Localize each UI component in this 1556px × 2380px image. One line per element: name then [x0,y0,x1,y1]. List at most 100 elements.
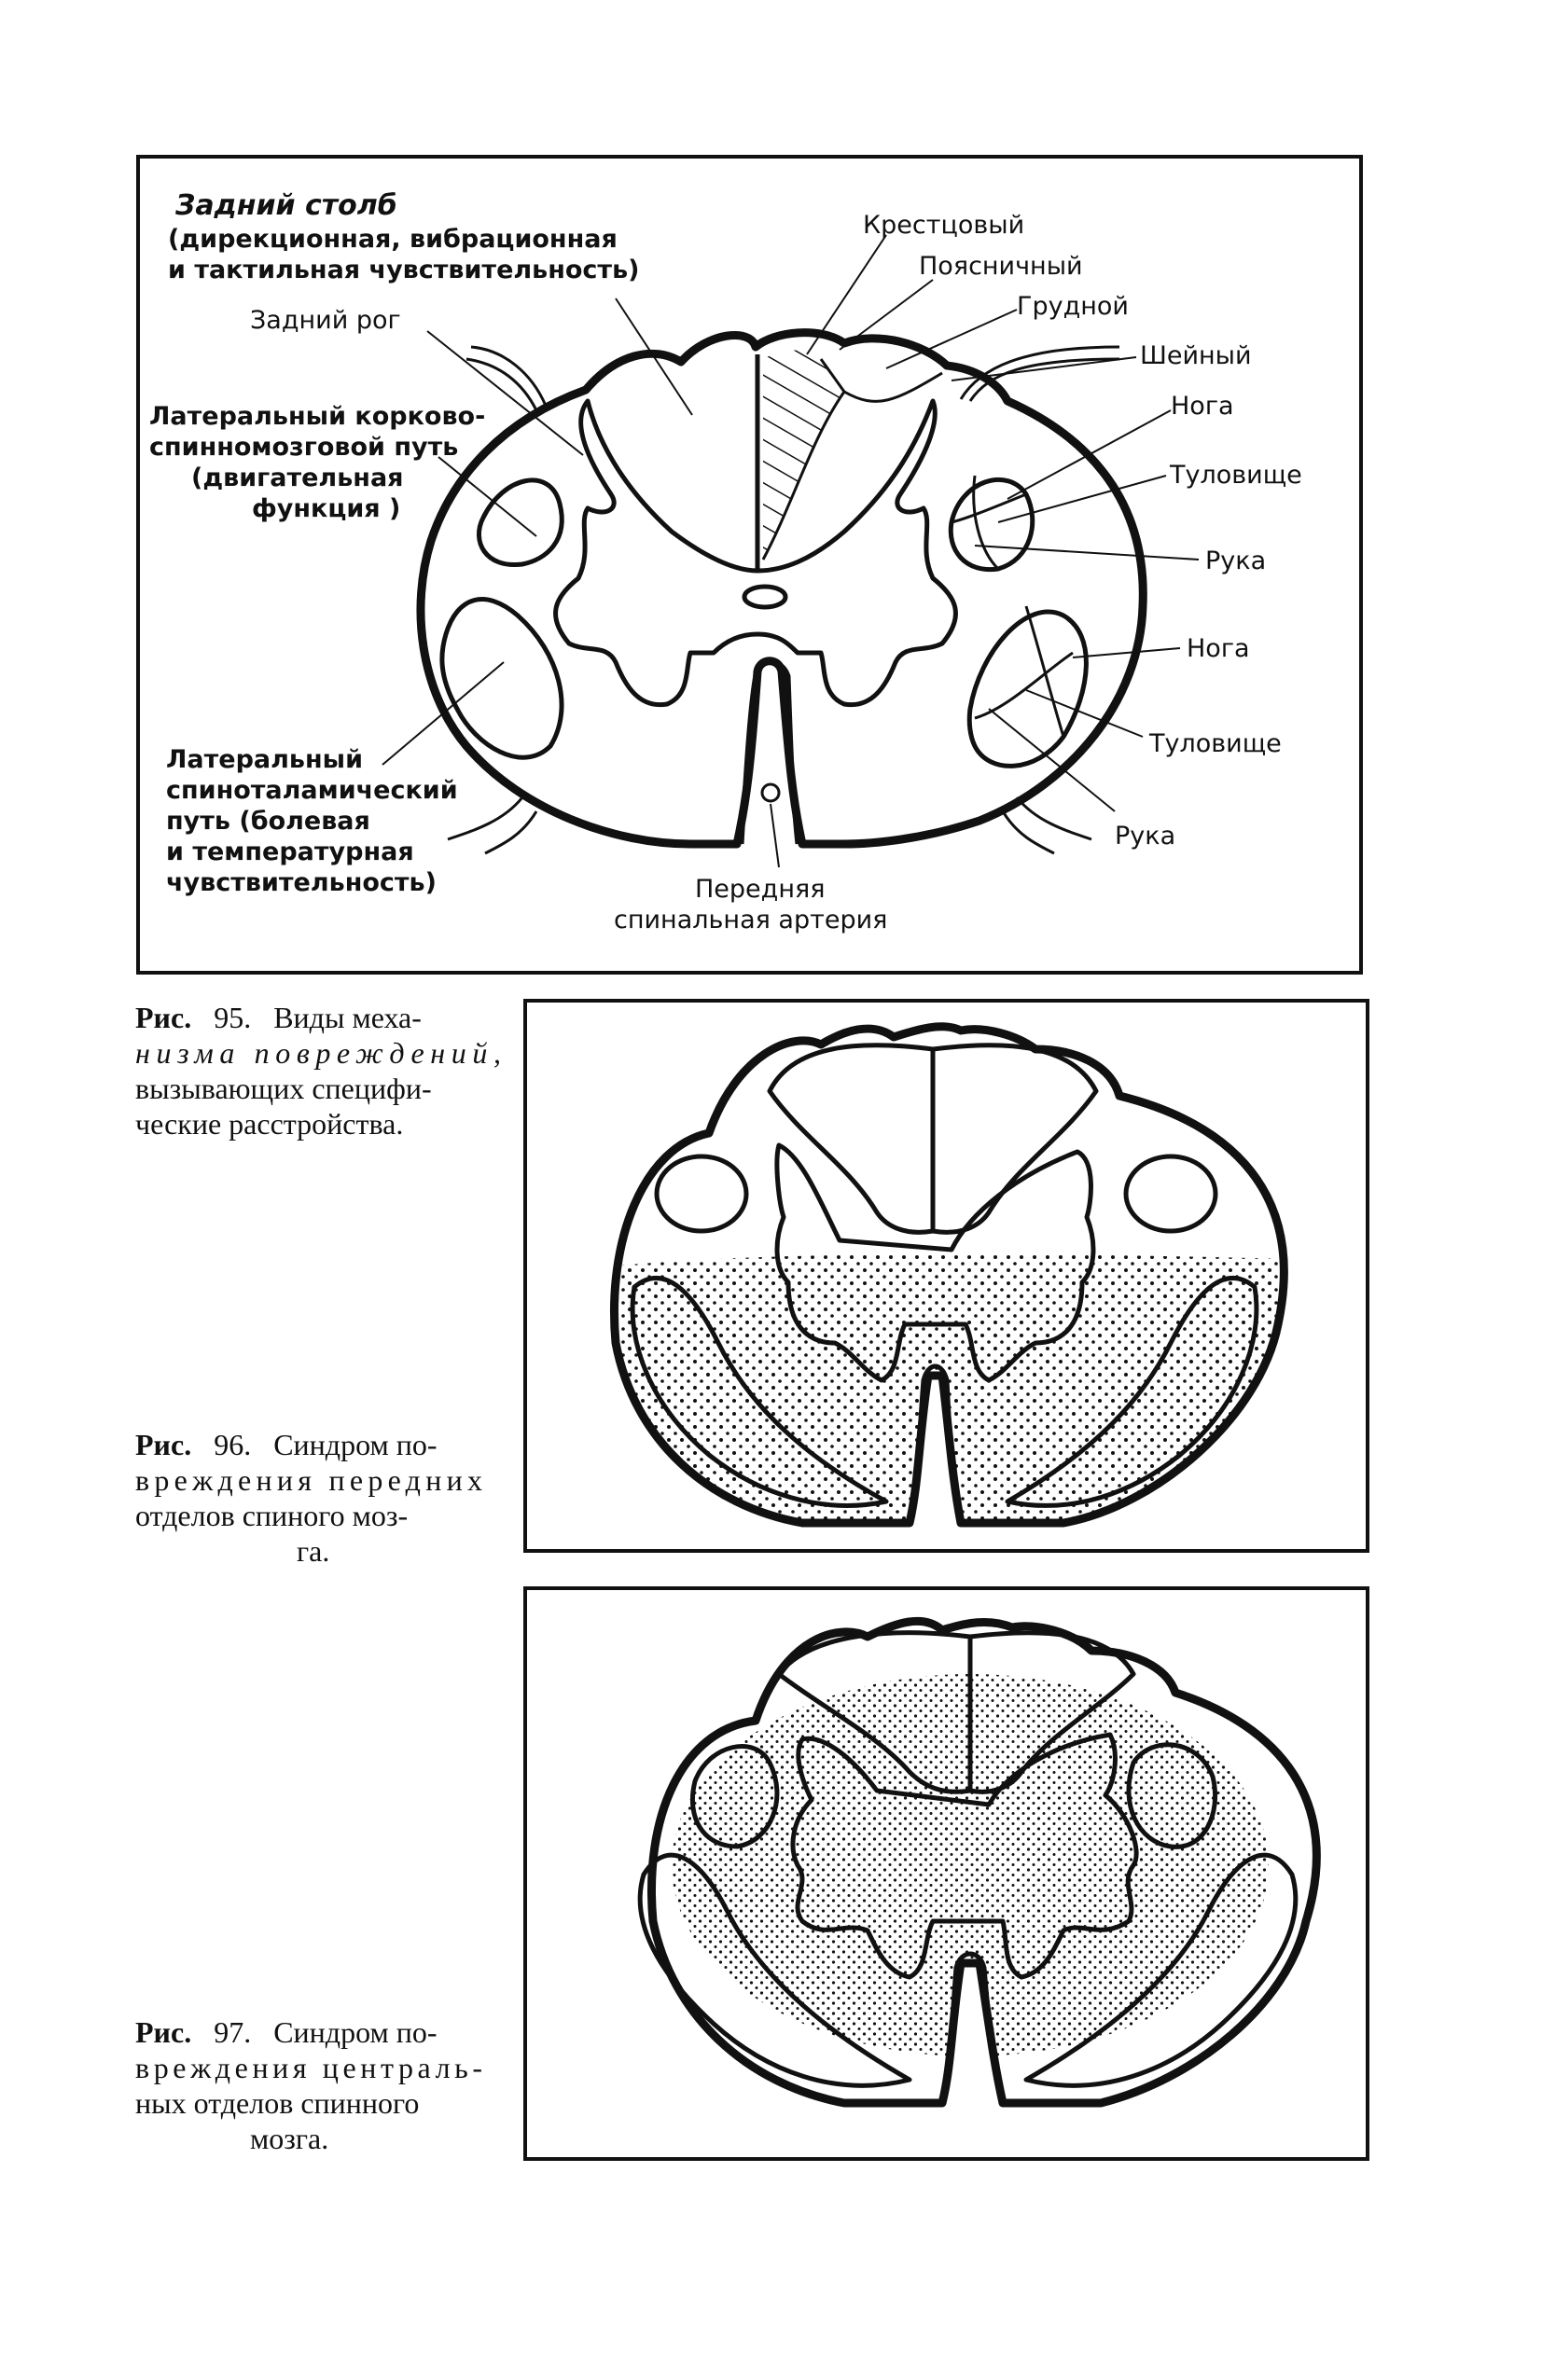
caption-95-num: 95. [214,1001,251,1034]
leader-corticospinal [438,456,537,537]
label-spinothalamic-1: Латеральный [166,745,363,774]
ventral-rootlet-right-2 [1001,810,1055,855]
caption-96: Рис. 96. Синдром по- вреждения передних … [135,1428,482,1568]
label-lumbar: Поясничный [919,252,1083,281]
dorsal-rootlet-left-2 [470,345,548,407]
right-corticospinal-97 [1126,1742,1218,1849]
label-arm-upper: Рука [1205,547,1266,575]
caption-96-line-1: Рис. 96. Синдром по- [135,1428,437,1461]
leader-thoracic [885,309,1018,369]
central-stipple [672,1674,1269,2056]
caption-96-line-3: отделов спиного моз- [135,1499,408,1532]
dorsal-rootlet-right [968,357,1120,402]
figure-95: Задний столб (дирекционная, вибрационная… [135,155,1363,1141]
caption-97-fig: Рис. [135,2015,191,2049]
caption-95-line-4: ческие расстройства. [135,1107,403,1141]
caption-95-line-2: низма повреждений, [135,1036,501,1070]
label-artery-2: спинальная артерия [614,906,887,934]
caption-95: Рис. 95. Виды меха- низма повреждений, в… [135,1001,501,1141]
cord-outline [416,328,1147,849]
caption-97-rest: Синдром по- [273,2015,437,2049]
right-spinothalamic-96 [1005,1275,1259,1508]
left-corticospinal-96 [654,1154,749,1234]
label-posterior-horn: Задний рог [250,306,401,335]
gray-matter-96 [774,1142,1096,1383]
leader-cervical [951,356,1137,381]
right-corticospinal-tract [948,477,1035,573]
leader-lines-95 [382,234,1200,868]
right-cst-division-1 [972,475,1000,571]
label-spinothalamic-3: путь (болевая [166,807,370,836]
caption-95-line-1: Рис. 95. Виды меха- [135,1001,422,1034]
right-stt-division-1 [1024,605,1065,738]
label-corticospinal-2: спинномозговой путь [149,433,458,462]
leader-arm-upper [974,545,1200,560]
cord-outline-97 [647,1616,1321,2108]
label-cervical: Шейный [1140,341,1252,370]
leader-arm-lower [988,708,1116,812]
label-posterior-column-desc-1: (дирекционная, вибрационная [168,225,618,254]
leader-leg-lower [1072,647,1181,658]
dorsal-rootlet-right-2 [959,345,1120,400]
ventral-rootlet-left-2 [484,810,538,855]
sacral-boundary [761,358,846,560]
caption-95-rest: Виды меха- [273,1001,422,1034]
left-spinothalamic-97 [637,1852,912,2088]
label-corticospinal-1: Латеральный корково- [149,402,485,431]
label-leg-lower: Нога [1187,634,1250,663]
caption-97: Рис. 97. Синдром по- вреждения централь-… [135,2015,482,2155]
figure-97-frame [523,1586,1369,2161]
posterior-columns-97-right [969,1630,1136,1794]
label-sacral: Крестцовый [863,211,1024,240]
posterior-columns-97 [776,1630,973,1794]
spinal-cord-section-97 [637,1616,1321,2108]
leader-posterior-horn [426,330,584,456]
posterior-columns-96-right [932,1043,1099,1235]
caption-97-num: 97. [214,2015,251,2049]
caption-97-line-1: Рис. 97. Синдром по- [135,2015,437,2049]
caption-97-line-4: мозга. [250,2122,328,2155]
left-spinothalamic-96 [630,1275,889,1508]
spinal-cord-section-95 [416,328,1147,855]
label-spinothalamic-4: и температурная [166,837,414,866]
label-leg-upper: Нога [1171,392,1234,421]
figure-96-frame [523,999,1369,1553]
ventral-rootlet-left [447,796,524,841]
left-corticospinal-tract [477,477,564,568]
posterior-columns-96 [767,1043,936,1235]
spinal-cord-section-96 [609,1022,1288,1528]
figure-96: Рис. 96. Синдром по- вреждения передних … [135,999,1369,1568]
label-spinothalamic-5: чувствительность) [166,868,437,897]
lumbar-boundary [843,371,943,403]
caption-95-fig: Рис. [135,1001,191,1034]
gray-matter-97 [790,1732,1139,1980]
left-spinothalamic-tract [439,597,564,760]
leader-trunk-lower [1025,689,1144,738]
caption-96-fig: Рис. [135,1428,191,1461]
cord-outline-96 [609,1022,1288,1528]
labels-95: Задний столб (дирекционная, вибрационная… [149,189,1302,934]
label-posterior-column: Задний столб [174,189,397,222]
central-canal [742,584,788,610]
anterior-median-fissure [739,659,800,845]
gray-matter [553,398,958,708]
figure-97: Рис. 97. Синдром по- вреждения централь-… [135,1586,1369,2161]
right-spinothalamic-tract [966,609,1089,768]
central-damage-region [672,1674,1269,2056]
right-spinothalamic-97 [1023,1852,1299,2088]
leader-artery [770,803,780,868]
dorsal-rootlet-left [465,357,538,411]
label-artery-1: Передняя [695,875,825,904]
leader-trunk-upper [997,475,1167,523]
left-corticospinal-97 [689,1744,780,1849]
label-spinothalamic-2: спиноталамический [166,776,458,805]
caption-96-line-4: га. [297,1534,329,1568]
figure-95-frame [136,155,1363,975]
label-trunk-lower: Туловище [1148,729,1282,758]
anterior-spinal-artery [760,782,781,803]
caption-95-line-3: вызывающих специфи- [135,1072,432,1105]
caption-96-line-2: вреждения передних [135,1463,482,1497]
caption-96-num: 96. [214,1428,251,1461]
label-posterior-column-desc-2: и тактильная чувствительность) [168,256,640,284]
